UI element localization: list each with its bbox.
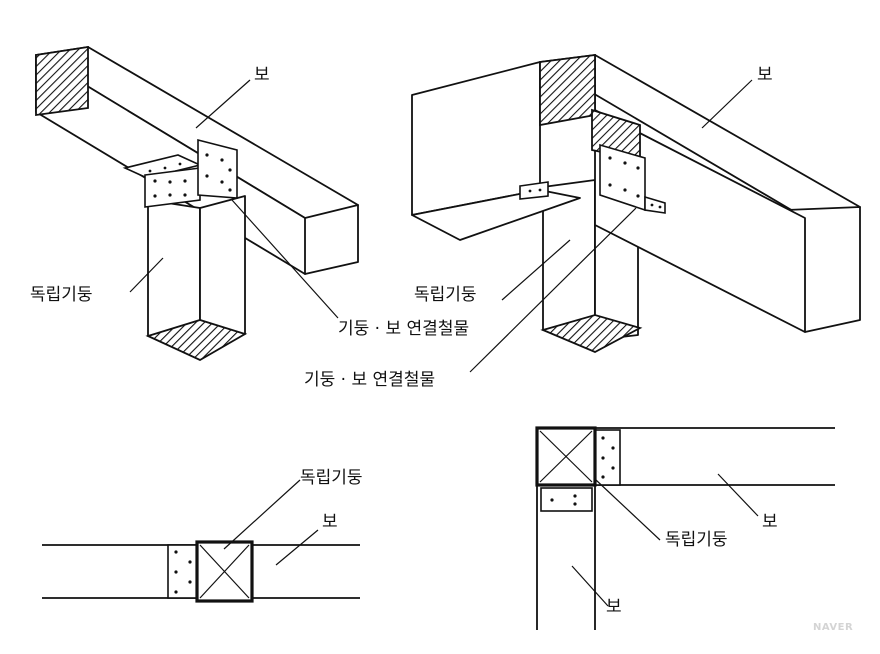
connector-bolts-right (528, 156, 662, 209)
leader-plan-column-left (223, 479, 301, 550)
corner-connector-plate-h (594, 429, 621, 486)
label-column-plan-right: 독립기둥 (665, 530, 728, 550)
label-beam-plan-right: 보 (762, 512, 778, 532)
plan-view-right (535, 426, 835, 630)
plan-bolts-left (174, 550, 192, 594)
connector-tab-right (644, 195, 666, 214)
label-connector-right: 기둥 · 보 연결철물 (304, 370, 435, 390)
plan-column-cross-b (199, 544, 250, 599)
label-beam-top-right: 보 (757, 65, 773, 85)
connector-front-plate (144, 167, 201, 208)
corner-bolts (550, 436, 615, 506)
label-column-top-right: 독립기둥 (414, 285, 477, 305)
leader-plan-beam-left (275, 529, 319, 566)
label-beam-top-left: 보 (254, 65, 270, 85)
connector-small-plate-right (519, 181, 549, 200)
corner-connector-plate-v (540, 487, 593, 512)
leader-corner-column (595, 479, 661, 541)
column-section-hatch (145, 319, 248, 362)
leader-connector-left (231, 199, 339, 319)
leader-beam-left (195, 79, 251, 129)
corner-column-cross-b (539, 430, 593, 483)
iso-view-left (35, 45, 359, 362)
leader-beam-right (701, 79, 753, 129)
plan-view-left (42, 479, 360, 603)
leader-column-right (501, 239, 571, 301)
iso-view-right (411, 53, 861, 373)
label-beam-plan-corner: 보 (606, 597, 622, 617)
label-connector-left: 기둥 · 보 연결철물 (338, 319, 469, 339)
column-section-hatch-right (540, 314, 643, 353)
leader-corner-beam (717, 473, 759, 517)
plan-connector-plate (167, 544, 198, 599)
connector-bolts (148, 153, 232, 198)
leader-corner-beam-vertical (571, 565, 609, 607)
watermark: NAVER (813, 622, 853, 633)
beam-section-hatch (35, 45, 89, 117)
leader-connector-right (469, 207, 637, 373)
leader-column-left (129, 257, 164, 293)
beam-block-bottom-right (411, 189, 581, 241)
label-beam-plan-left: 보 (322, 512, 338, 532)
label-column-plan-left: 독립기둥 (300, 468, 363, 488)
label-column-top-left: 독립기둥 (30, 285, 93, 305)
beam-section-hatch-right (539, 53, 596, 127)
